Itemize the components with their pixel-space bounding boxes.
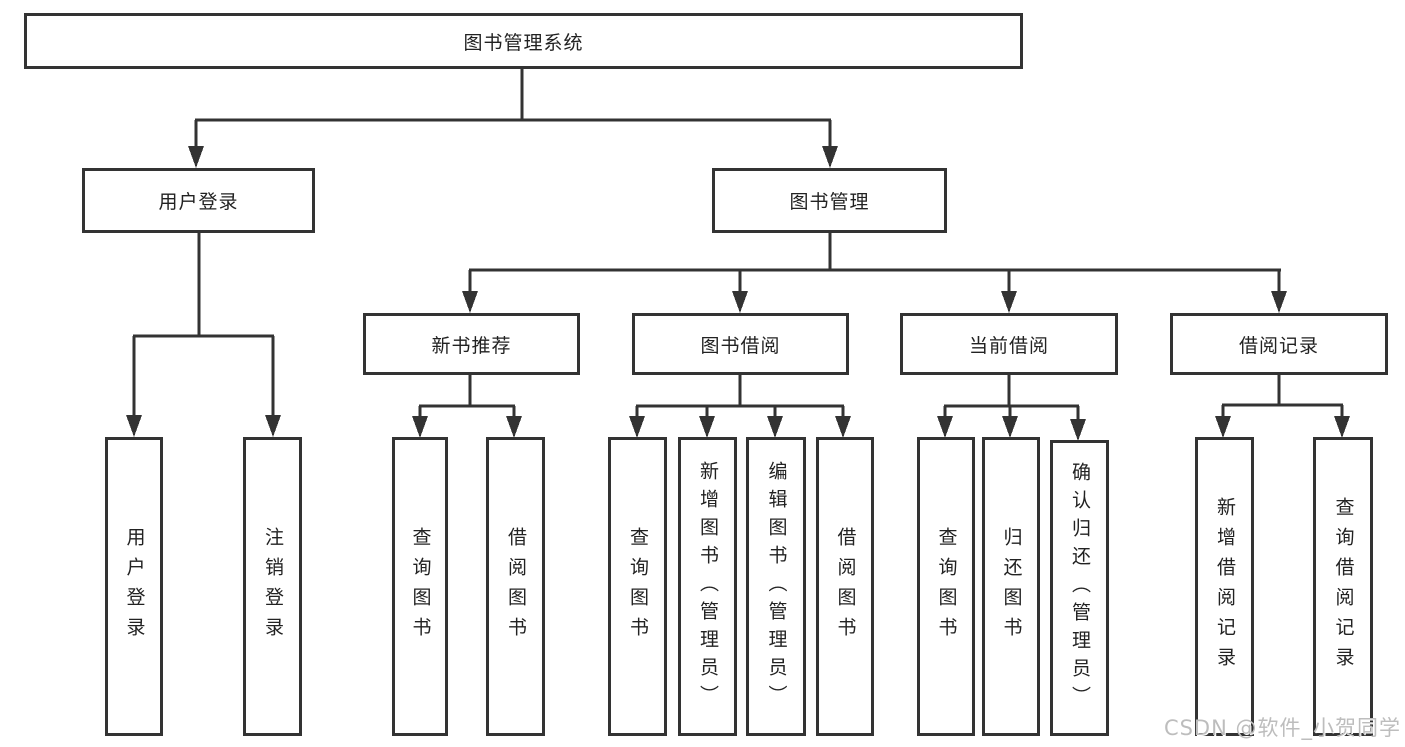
node-user-login: 用户登录: [82, 168, 315, 233]
node-label: 图书管理: [789, 191, 870, 213]
node-label: 查询图书: [627, 526, 649, 647]
node-label: 查询图书: [409, 526, 432, 647]
node-label: 借阅记录: [1238, 334, 1319, 357]
node-label: 借阅图书: [834, 526, 857, 647]
leaf-return-books: 归还图书: [982, 437, 1040, 736]
node-book-management: 图书管理: [712, 168, 947, 233]
connector-book-management-children: [462, 233, 1287, 313]
connector-new-book-recommend-children: [412, 375, 522, 438]
watermark: CSDN @软件_小贺同学: [1163, 716, 1401, 740]
leaf-query-books: 查询图书: [608, 437, 667, 736]
node-label: 当前借阅: [968, 334, 1049, 357]
leaf-add-borrow-record: 新增借阅记录: [1195, 437, 1254, 736]
leaf-borrow-books: 借阅图书: [816, 437, 874, 736]
leaf-confirm-return-admin: 确认归还（管理员）: [1050, 440, 1109, 736]
leaf-user-login: 用户登录: [105, 437, 163, 736]
node-label: 查询借阅记录: [1332, 496, 1355, 677]
node-label: 新增图书（管理员）: [697, 460, 719, 713]
node-label: 查询图书: [935, 526, 958, 647]
node-label: 用户登录: [123, 526, 146, 647]
node-label: 编辑图书（管理员）: [765, 460, 788, 713]
connector-current-borrow-children: [937, 375, 1086, 441]
node-current-borrow: 当前借阅: [900, 313, 1118, 375]
node-label: 用户登录: [158, 191, 239, 213]
connector-root-to-level2: [188, 69, 838, 168]
node-borrow-records: 借阅记录: [1170, 313, 1388, 375]
leaf-logout: 注销登录: [243, 437, 302, 736]
connector-borrow-records-children: [1215, 375, 1350, 438]
node-library-management-system: 图书管理系统: [24, 13, 1023, 69]
node-book-borrow: 图书借阅: [632, 313, 849, 375]
node-label: 图书管理系统: [463, 31, 584, 54]
connector-book-borrow-children: [629, 375, 851, 438]
leaf-edit-books-admin: 编辑图书（管理员）: [746, 437, 806, 736]
node-label: 新书推荐: [431, 334, 512, 357]
node-label: 图书借阅: [700, 334, 781, 357]
leaf-add-books-admin: 新增图书（管理员）: [678, 437, 737, 736]
leaf-borrow-books: 借阅图书: [486, 437, 545, 736]
leaf-query-books: 查询图书: [392, 437, 448, 736]
node-label: 确认归还（管理员）: [1069, 462, 1091, 714]
connector-user-login-children: [126, 233, 281, 437]
leaf-query-borrow-record: 查询借阅记录: [1313, 437, 1373, 736]
node-new-book-recommend: 新书推荐: [363, 313, 580, 375]
node-label: 借阅图书: [505, 526, 527, 647]
node-label: 新增借阅记录: [1214, 496, 1236, 677]
leaf-query-books: 查询图书: [917, 437, 975, 736]
node-label: 注销登录: [262, 526, 284, 647]
node-label: 归还图书: [1000, 526, 1023, 647]
